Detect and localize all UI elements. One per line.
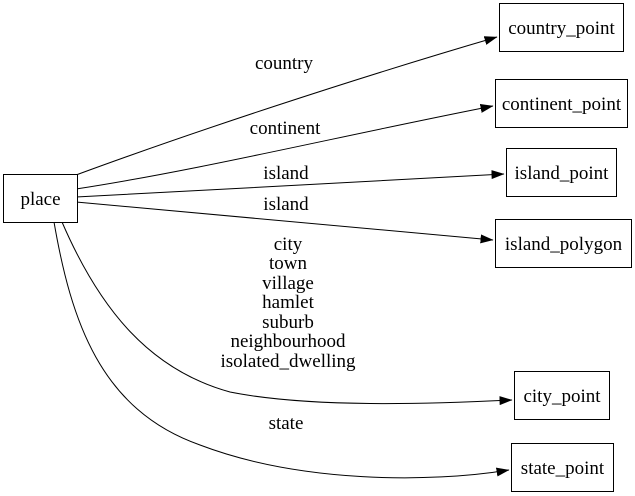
node-place-label: place: [20, 189, 60, 210]
node-island-point-label: island_point: [515, 163, 610, 184]
node-place-box: [3, 174, 78, 223]
edge-label-state: state: [269, 413, 304, 434]
edge-label-hamlet-line: hamlet: [262, 292, 314, 313]
edge-label-village-line: village: [262, 273, 314, 294]
node-city-point-label: city_point: [523, 386, 601, 407]
edge-place-continent-point: [75, 103, 494, 190]
edge-label-city-multiline: city town village hamlet suburb neighbou…: [220, 234, 356, 372]
edge-label-neighbourhood-line: neighbourhood: [230, 331, 346, 352]
edge-label-city-line: city: [274, 234, 303, 255]
edge-label-town-line: town: [269, 253, 308, 274]
node-layer: place country_point continent_point isla…: [3, 3, 632, 492]
edge-place-city-point: [61, 221, 513, 406]
edge-label-island-point: island: [263, 163, 309, 184]
edge-place-country-point: [75, 36, 498, 176]
node-city-point: city_point: [514, 371, 610, 420]
node-continent-point-label: continent_point: [502, 94, 622, 115]
edge-place-island-polygon: [75, 201, 494, 244]
node-island-polygon-label: island_polygon: [505, 234, 623, 255]
node-island-polygon: island_polygon: [495, 219, 632, 268]
edge-label-layer: country continent island island city tow…: [220, 53, 356, 434]
node-island-point-box: [506, 148, 617, 197]
edge-label-suburb-line: suburb: [262, 312, 314, 333]
edge-layer: [53, 36, 513, 479]
edge-place-island-point: [75, 170, 505, 198]
edge-label-island-polygon: island: [263, 194, 309, 215]
edge-label-country: country: [255, 53, 314, 74]
node-state-point: state_point: [511, 443, 614, 492]
node-continent-point: continent_point: [495, 79, 628, 128]
node-country-point-box: [499, 3, 624, 52]
edge-label-isolated-dwelling-line: isolated_dwelling: [220, 351, 356, 372]
edge-label-continent: continent: [250, 118, 321, 139]
node-state-point-label: state_point: [521, 458, 605, 479]
node-island-point: island_point: [506, 148, 617, 197]
node-country-point: country_point: [499, 3, 624, 52]
node-island-polygon-box: [495, 219, 632, 268]
edge-place-state-point: [53, 221, 510, 479]
node-state-point-box: [511, 443, 614, 492]
node-country-point-label: country_point: [508, 18, 615, 39]
node-city-point-box: [514, 371, 610, 420]
node-place: place: [3, 174, 78, 223]
node-continent-point-box: [495, 79, 628, 128]
